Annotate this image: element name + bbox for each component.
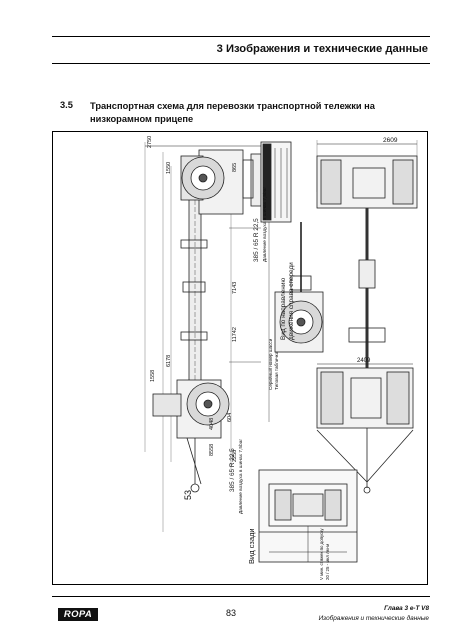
side-view xyxy=(144,142,284,532)
dimension-label: 11742 xyxy=(232,327,238,342)
dimension-label: 1558 xyxy=(150,370,156,382)
section-number: 3.5 xyxy=(60,100,73,110)
dimension-label: 2609 xyxy=(383,137,398,144)
footer-chapter: Глава 3 e-T V8 xyxy=(384,605,429,612)
footer-subtitle: Изображения и технические данные xyxy=(318,615,429,622)
direction-label-line1: Вид по направлению xyxy=(280,278,287,340)
chapter-title: 3 Изображения и технические данные xyxy=(216,43,428,55)
serial-number-note: Серийный номер шасси xyxy=(267,338,273,390)
dimension-label: 2750 xyxy=(147,136,153,148)
top-view xyxy=(316,140,418,494)
dimension-label: 2253 xyxy=(232,450,238,462)
pressure-note-front: Давление воздуха в шинах 7,5bar xyxy=(262,187,268,262)
type-plate-note: Типовая табличка xyxy=(274,351,279,390)
header-rule xyxy=(52,36,430,37)
footer-rule xyxy=(52,596,430,597)
dimension-label: 604 xyxy=(227,413,233,422)
dimension-label: 53 xyxy=(183,490,193,500)
header-rule-bottom xyxy=(52,63,430,64)
tyre-spec-rear: 385 / 65 R 22,5 xyxy=(229,448,236,492)
dimension-label: 8558 xyxy=(209,444,215,456)
technical-drawing: 2750 1550 1558 6178 865 7143 11742 4048 … xyxy=(144,136,418,580)
ropa-logo: ROPA xyxy=(58,608,98,621)
type-plate xyxy=(260,141,292,223)
rear-view xyxy=(258,469,358,563)
tyre-spec-front: 385 / 65 R 22,5 xyxy=(253,218,260,262)
pressure-note-rear: Давление воздуха в шинах 7,5bar xyxy=(238,439,244,514)
middle-wheel-view xyxy=(274,222,324,353)
dimension-label: 7143 xyxy=(232,282,238,294)
direction-label-line2: движения справа спереди xyxy=(288,262,295,340)
rear-view-label: Вид сзади xyxy=(247,528,256,564)
dimension-label: 6178 xyxy=(166,355,172,367)
dimension-label: 865 xyxy=(232,163,238,172)
strap-note-line2: 20 / 25 - мкл лм-м xyxy=(325,544,330,580)
dimension-label: 4048 xyxy=(209,418,215,430)
drawing-frame xyxy=(52,131,428,585)
dimension-label: 1550 xyxy=(166,162,172,174)
section-title: Транспортная схема для перевозки транспо… xyxy=(90,101,375,124)
dimension-label: 2409 xyxy=(357,358,371,364)
page-number: 83 xyxy=(226,608,237,618)
strap-note-line1: V мин. стяжек по допуску xyxy=(319,528,324,580)
